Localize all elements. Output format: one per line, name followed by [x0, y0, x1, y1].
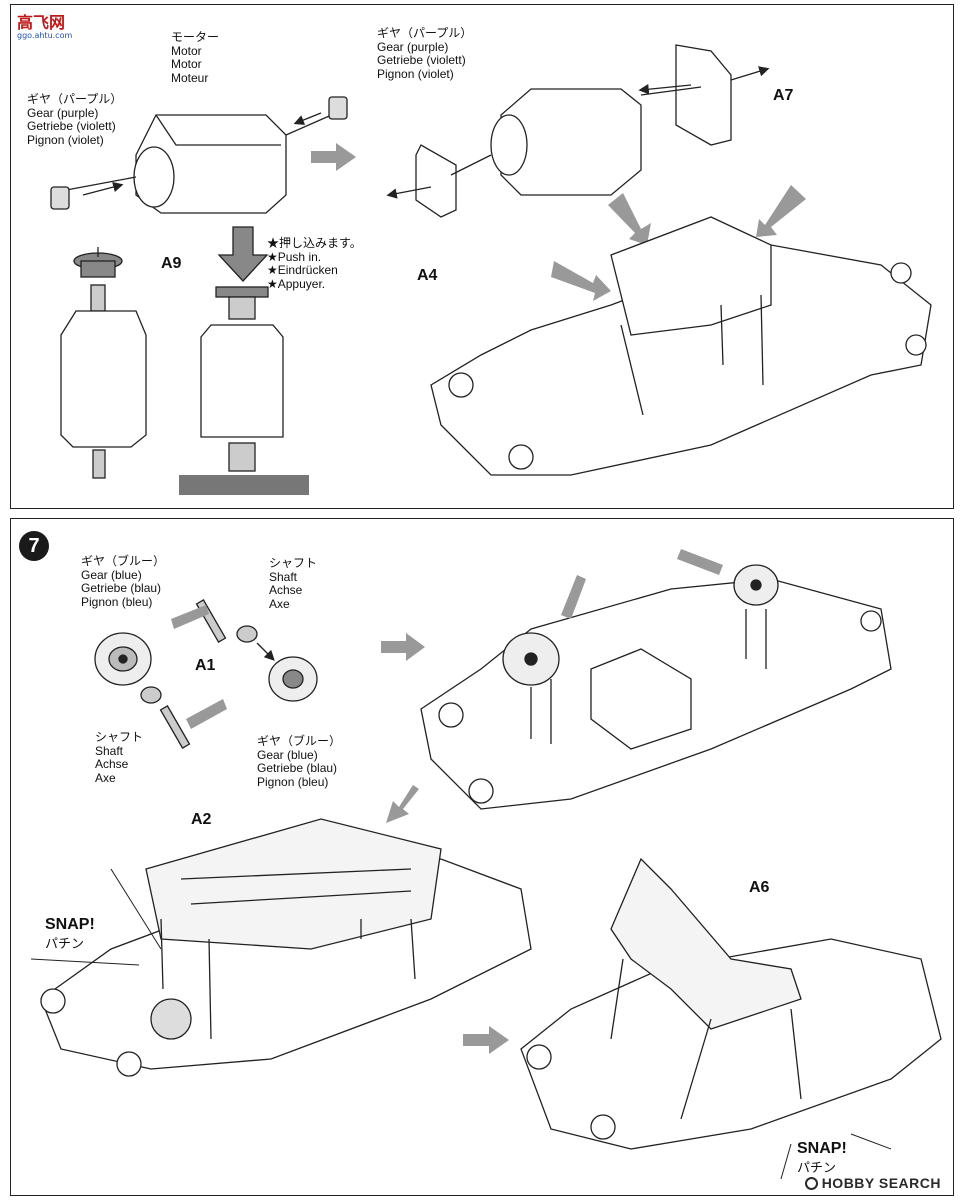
snap-left-title: SNAP! [45, 916, 95, 933]
a9-cap-assembly [60, 247, 147, 479]
snap-right-callout: SNAP! パチン [797, 1139, 847, 1177]
gear-purple-left-label: ギヤ（パープル） Gear (purple) Getriebe (violett… [27, 92, 123, 147]
part-a2-label: A2 [191, 811, 212, 828]
step-6-panel: 高飞网 ggo.ahtu.com [10, 4, 954, 509]
part-a9-label: A9 [161, 255, 182, 272]
site-logo: 高飞网 ggo.ahtu.com [17, 9, 72, 40]
snap-left-callout: SNAP! パチン [45, 915, 95, 953]
part-a7-label: A7 [773, 87, 794, 104]
watermark-text: HOBBY SEARCH [821, 1175, 941, 1191]
shaft-bottom-label: シャフト Shaft Achse Axe [95, 730, 144, 785]
shaft-top-label: シャフト Shaft Achse Axe [269, 556, 318, 611]
step-7-panel: 7 [10, 518, 954, 1196]
logo-text: 高飞网 [17, 13, 66, 32]
watermark-logo-icon [804, 1177, 818, 1190]
chassis-step6 [430, 216, 932, 476]
snap-right-jp: パチン [797, 1160, 837, 1175]
snap-right-title: SNAP! [797, 1140, 847, 1157]
part-a1-label: A1 [195, 657, 216, 674]
hobby-search-watermark: HOBBY SEARCH [804, 1175, 941, 1191]
push-in-label: ★押し込みます。 ★Push in. ★Eindrücken ★Appuyer. [267, 236, 362, 291]
gear-blue-top-label: ギヤ（ブルー） Gear (blue) Getriebe (blau) Pign… [81, 554, 166, 609]
gear-purple-left [50, 186, 70, 210]
step-7-illustration [30, 549, 942, 1180]
logo-url: ggo.ahtu.com [17, 31, 73, 40]
chassis-with-a6 [520, 857, 942, 1180]
motor-label: モーター Motor Motor Moteur [171, 30, 220, 85]
motor-with-brackets [415, 44, 732, 218]
step-number-badge: 7 [19, 531, 49, 561]
chassis-with-gears [420, 564, 892, 810]
part-a4-label: A4 [417, 267, 438, 284]
press-in-assembly [179, 226, 309, 495]
chassis-with-a2 [30, 818, 532, 1077]
blue-gear-pair-exploded [94, 599, 318, 749]
motor-drawing [60, 112, 337, 214]
gear-blue-bottom-label: ギヤ（ブルー） Gear (blue) Getriebe (blau) Pign… [257, 734, 342, 789]
gear-purple-right-label: ギヤ（パープル） Gear (purple) Getriebe (violett… [377, 26, 473, 81]
step-6-illustration [50, 44, 932, 495]
gear-purple-right [328, 96, 348, 120]
snap-left-jp: パチン [45, 936, 85, 951]
part-a6-label: A6 [749, 879, 770, 896]
